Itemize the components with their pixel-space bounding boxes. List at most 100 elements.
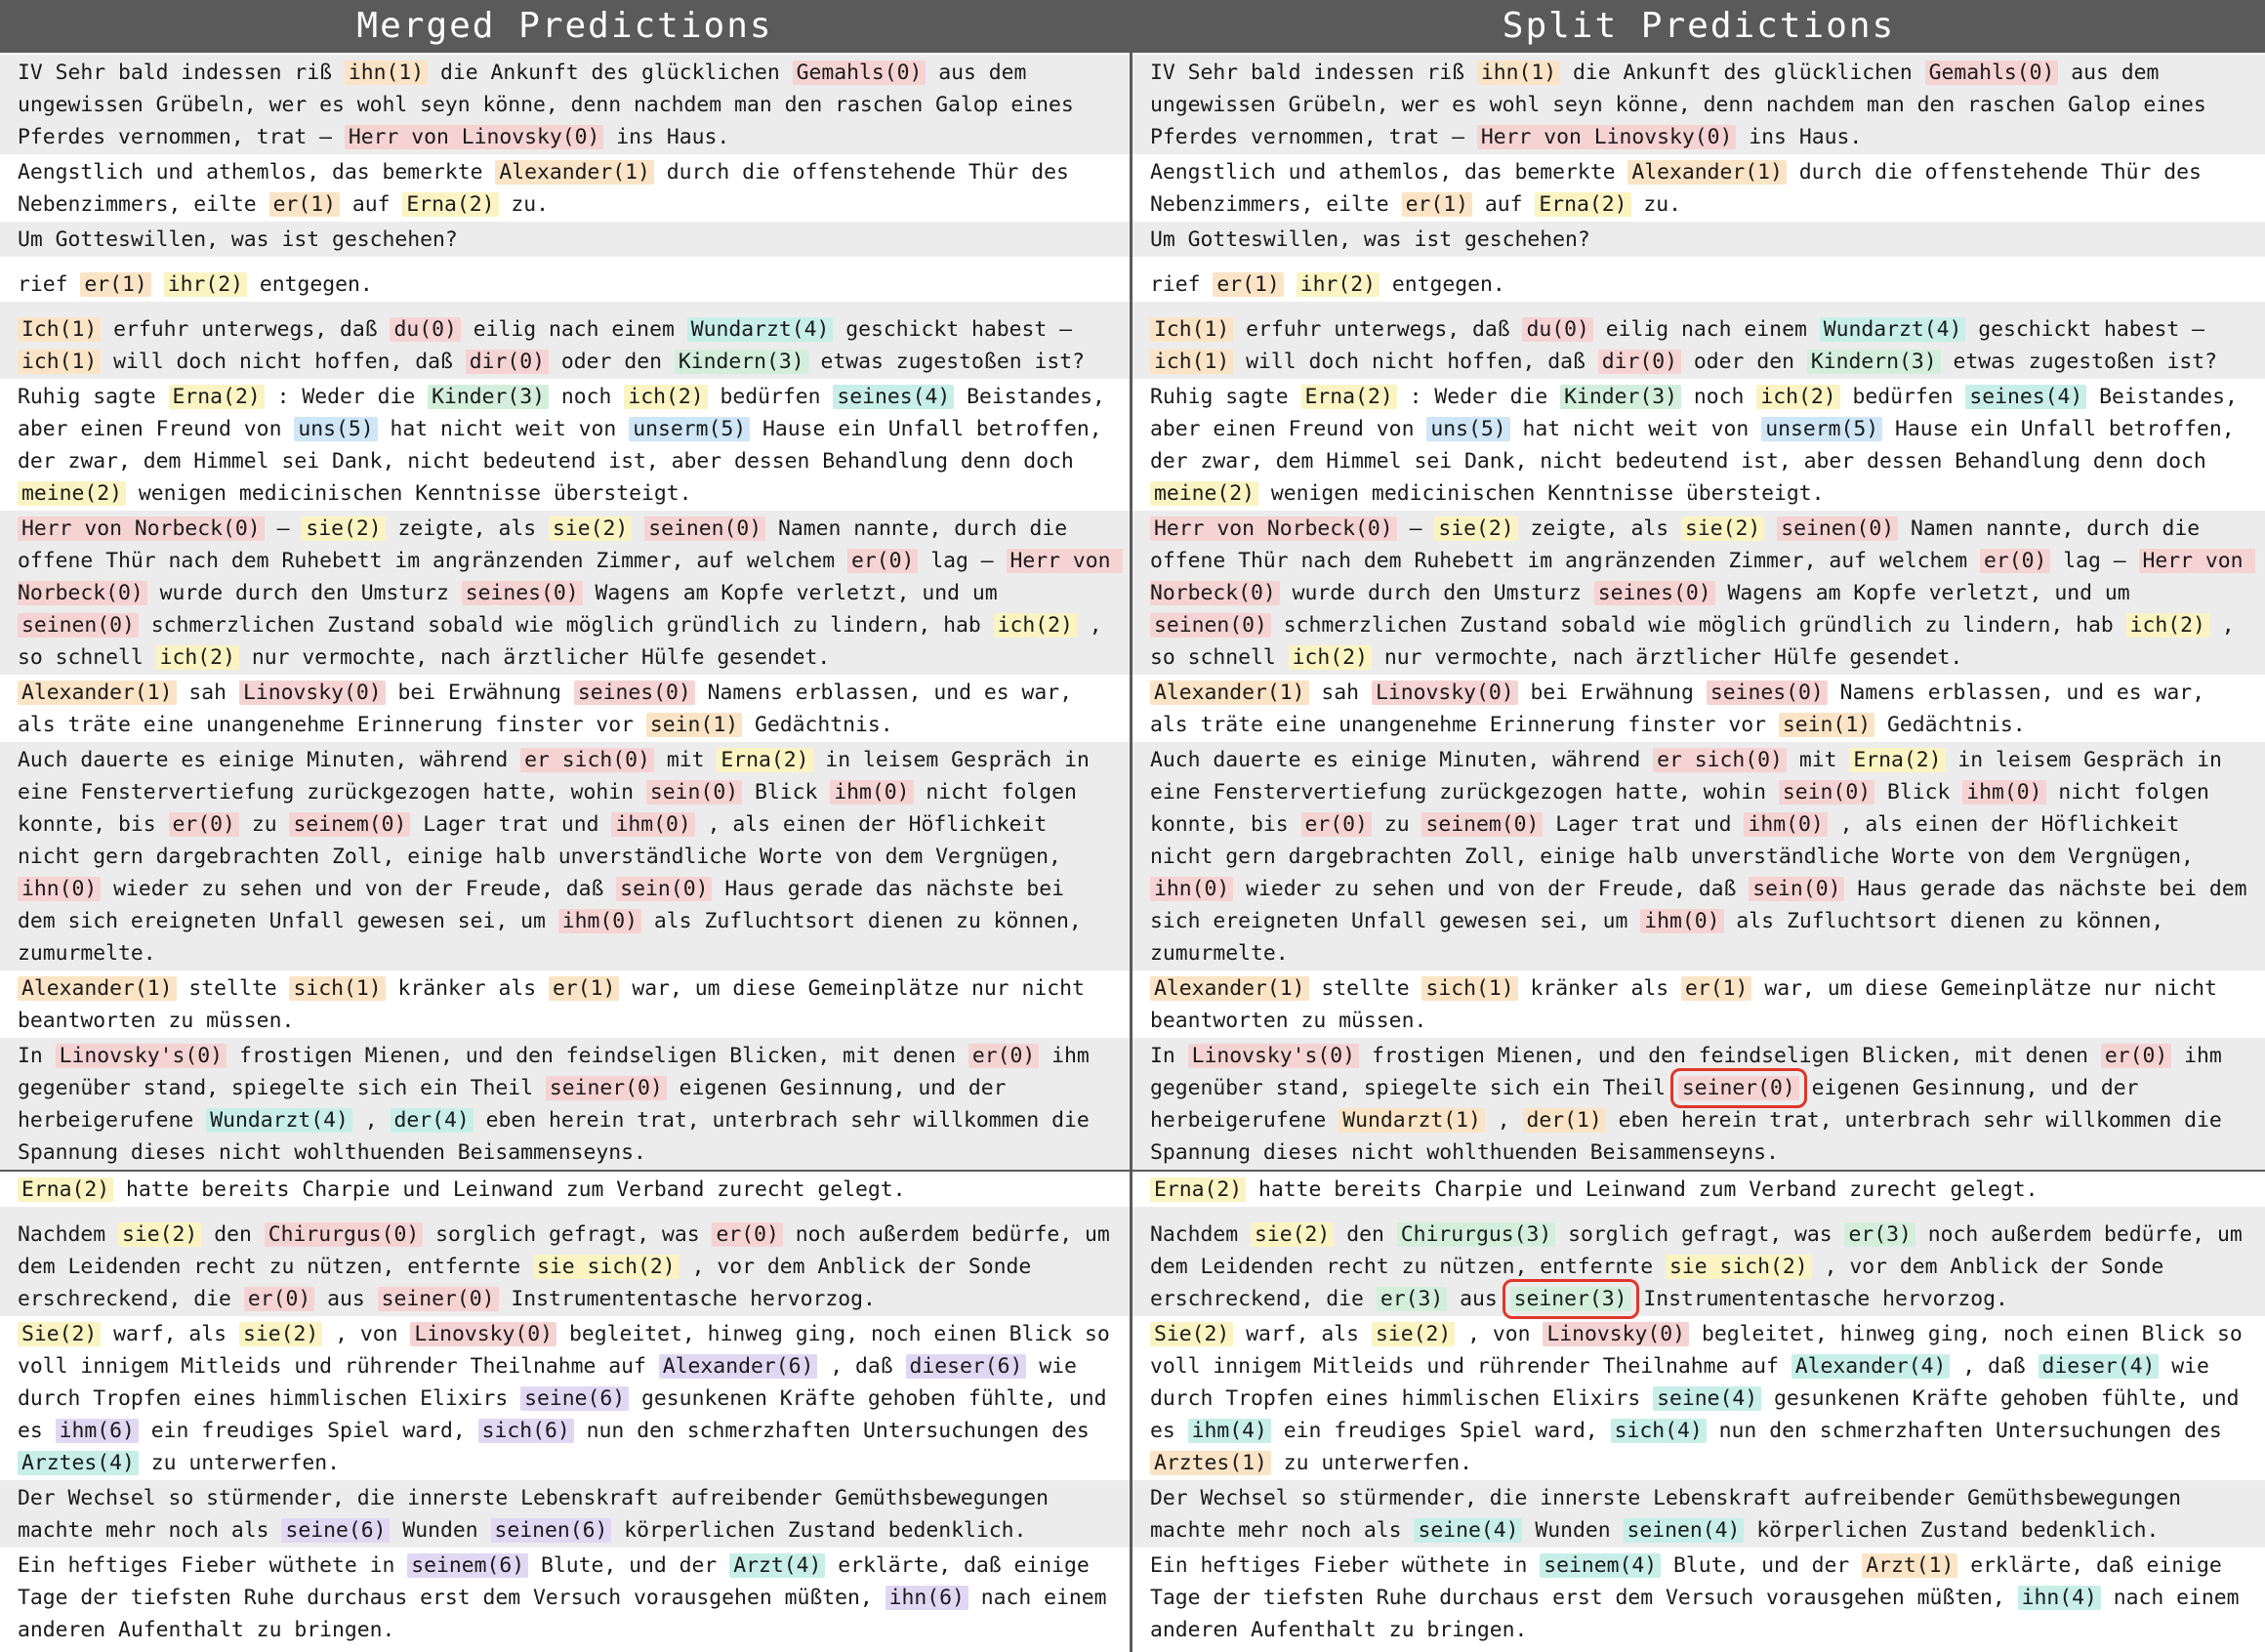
- paragraph: Auch dauerte es einige Minuten, während …: [1132, 742, 2265, 971]
- mention: du(0): [1522, 317, 1593, 342]
- mention: dieser(4): [2038, 1354, 2160, 1379]
- paragraph: Aengstlich und athemlos, das bemerkte Al…: [0, 154, 1130, 222]
- mention: seinem(0): [1421, 812, 1544, 837]
- paragraph: Um Gotteswillen, was ist geschehen?: [1132, 222, 2265, 257]
- mention: sich(1): [289, 976, 386, 1001]
- mention: seinen(4): [1623, 1518, 1745, 1543]
- mention: er(1): [268, 192, 340, 217]
- mention: ihm(6): [55, 1419, 139, 1443]
- mention: Erna(2): [717, 748, 813, 772]
- mention: er(1): [1213, 272, 1284, 297]
- paragraph: Nachdem sie(2) den Chirurgus(3) sorglich…: [1132, 1207, 2265, 1319]
- paragraph: rief er(1) ihr(2) entgegen.: [1132, 257, 2265, 302]
- paragraph: Ich(1) erfuhr unterwegs, daß du(0) eilig…: [0, 302, 1130, 379]
- mention: er(3): [1844, 1222, 1915, 1247]
- mention: ich(2): [1756, 385, 1840, 409]
- mention: ihm(0): [611, 812, 695, 837]
- paragraph: Ruhig sagte Erna(2) : Weder die Kinder(3…: [0, 379, 1130, 511]
- mention: ich(2): [155, 645, 239, 670]
- paragraph: Herr von Norbeck(0) – sie(2) zeigte, als…: [1132, 511, 2265, 675]
- mention: Kinder(3): [428, 385, 550, 409]
- paragraph: Sie(2) warf, als sie(2) , von Linovsky(0…: [1132, 1316, 2265, 1480]
- mention: Kindern(3): [1806, 350, 1941, 374]
- mention: sie(2): [1434, 516, 1518, 541]
- mention: er(1): [1681, 976, 1752, 1001]
- mention: ihm(0): [1640, 909, 1724, 933]
- mention: sich(4): [1610, 1419, 1707, 1443]
- mention: der(1): [1522, 1108, 1606, 1133]
- mention: seinen(0): [18, 613, 139, 638]
- mention: sie sich(2): [533, 1255, 680, 1279]
- mention: Alexander(1): [18, 976, 177, 1001]
- mention: Arztes(4): [18, 1451, 139, 1475]
- mention: sie(2): [238, 1322, 323, 1346]
- mention: ihm(0): [1962, 780, 2046, 805]
- mention: Gemahls(0): [1924, 61, 2059, 85]
- highlighted-mention: seiner(0): [1669, 1068, 1807, 1108]
- paragraph: Alexander(1) sah Linovsky(0) bei Erwähnu…: [1132, 675, 2265, 742]
- mention: seines(0): [1706, 681, 1828, 705]
- highlighted-mention: seiner(3): [1502, 1279, 1639, 1319]
- mention: seine(6): [281, 1518, 391, 1543]
- paragraph: Nachdem sie(2) den Chirurgus(0) sorglich…: [0, 1207, 1130, 1316]
- mention: Linovsky(0): [1543, 1322, 1690, 1346]
- mention: er(0): [712, 1222, 783, 1247]
- mention: er(0): [2100, 1044, 2172, 1068]
- mention: Erna(2): [1849, 748, 1946, 772]
- mention: er sich(0): [520, 748, 654, 772]
- mention: Linovsky(0): [410, 1322, 557, 1346]
- mention: Herr von Linovsky(0): [1476, 125, 1737, 149]
- mention: Herr von Norbeck(0): [18, 516, 265, 541]
- mention: Alexander(4): [1791, 1354, 1951, 1379]
- paragraph: Herr von Norbeck(0) – sie(2) zeigte, als…: [0, 511, 1130, 675]
- paragraph: Auch dauerte es einige Minuten, während …: [0, 742, 1130, 971]
- mention: Arzt(4): [729, 1553, 826, 1578]
- mention: er(0): [243, 1287, 315, 1311]
- mention: sie(2): [302, 516, 386, 541]
- mention: Linovsky(0): [238, 681, 386, 705]
- mention: sein(1): [645, 713, 743, 737]
- mention: sie(2): [118, 1222, 202, 1247]
- mention: seines(4): [1965, 385, 2087, 409]
- mention: dir(0): [1597, 350, 1682, 374]
- mention: ihn(1): [1476, 61, 1561, 85]
- merged-text-body: IV Sehr bald indessen riß ihn(1) die Ank…: [0, 53, 1130, 1647]
- paragraph: Alexander(1) stellte sich(1) kränker als…: [0, 971, 1130, 1038]
- mention: ihn(0): [1150, 877, 1234, 901]
- paragraph: rief er(1) ihr(2) entgegen.: [0, 257, 1130, 302]
- mention: seines(0): [1593, 581, 1715, 605]
- mention: sie(2): [1681, 516, 1765, 541]
- mention: Erna(2): [1535, 192, 1631, 217]
- mention: er(1): [1401, 192, 1472, 217]
- mention: ihn(4): [2017, 1586, 2101, 1610]
- mention: seines(0): [461, 581, 583, 605]
- mention: Alexander(6): [658, 1354, 818, 1379]
- panel-title: Split Predictions: [1132, 0, 2265, 53]
- mention: Erna(2): [402, 192, 499, 217]
- split-predictions-panel: Split Predictions IV Sehr bald indessen …: [1132, 0, 2265, 1652]
- mention: ihr(2): [1296, 272, 1380, 297]
- mention: Erna(2): [1300, 385, 1397, 409]
- mention: seines(4): [833, 385, 955, 409]
- paragraph: Der Wechsel so stürmender, die innerste …: [1132, 1480, 2265, 1548]
- mention: Herr von Norbeck(0): [1150, 516, 1397, 541]
- mention: seinen(6): [490, 1518, 612, 1543]
- merged-predictions-panel: Merged Predictions IV Sehr bald indessen…: [0, 0, 1132, 1652]
- mention: der(4): [390, 1108, 474, 1133]
- mention: ihn(6): [885, 1586, 968, 1610]
- mention: ihn(1): [344, 61, 429, 85]
- mention: er(0): [846, 549, 919, 573]
- mention: Chirurgus(3): [1396, 1222, 1556, 1247]
- mention: Linovsky's(0): [1187, 1044, 1360, 1068]
- paragraph: Erna(2) hatte bereits Charpie und Leinwa…: [0, 1170, 1130, 1207]
- paragraph: In Linovsky's(0) frostigen Mienen, und d…: [0, 1038, 1130, 1170]
- mention: meine(2): [1150, 481, 1259, 506]
- mention: sein(0): [645, 780, 743, 805]
- mention: seinen(0): [1150, 613, 1271, 638]
- mention: ich(2): [993, 613, 1077, 638]
- mention: Gemahls(0): [792, 61, 927, 85]
- mention: seinem(0): [289, 812, 411, 837]
- mention: unserm(5): [629, 417, 751, 441]
- mention: dieser(6): [905, 1354, 1027, 1379]
